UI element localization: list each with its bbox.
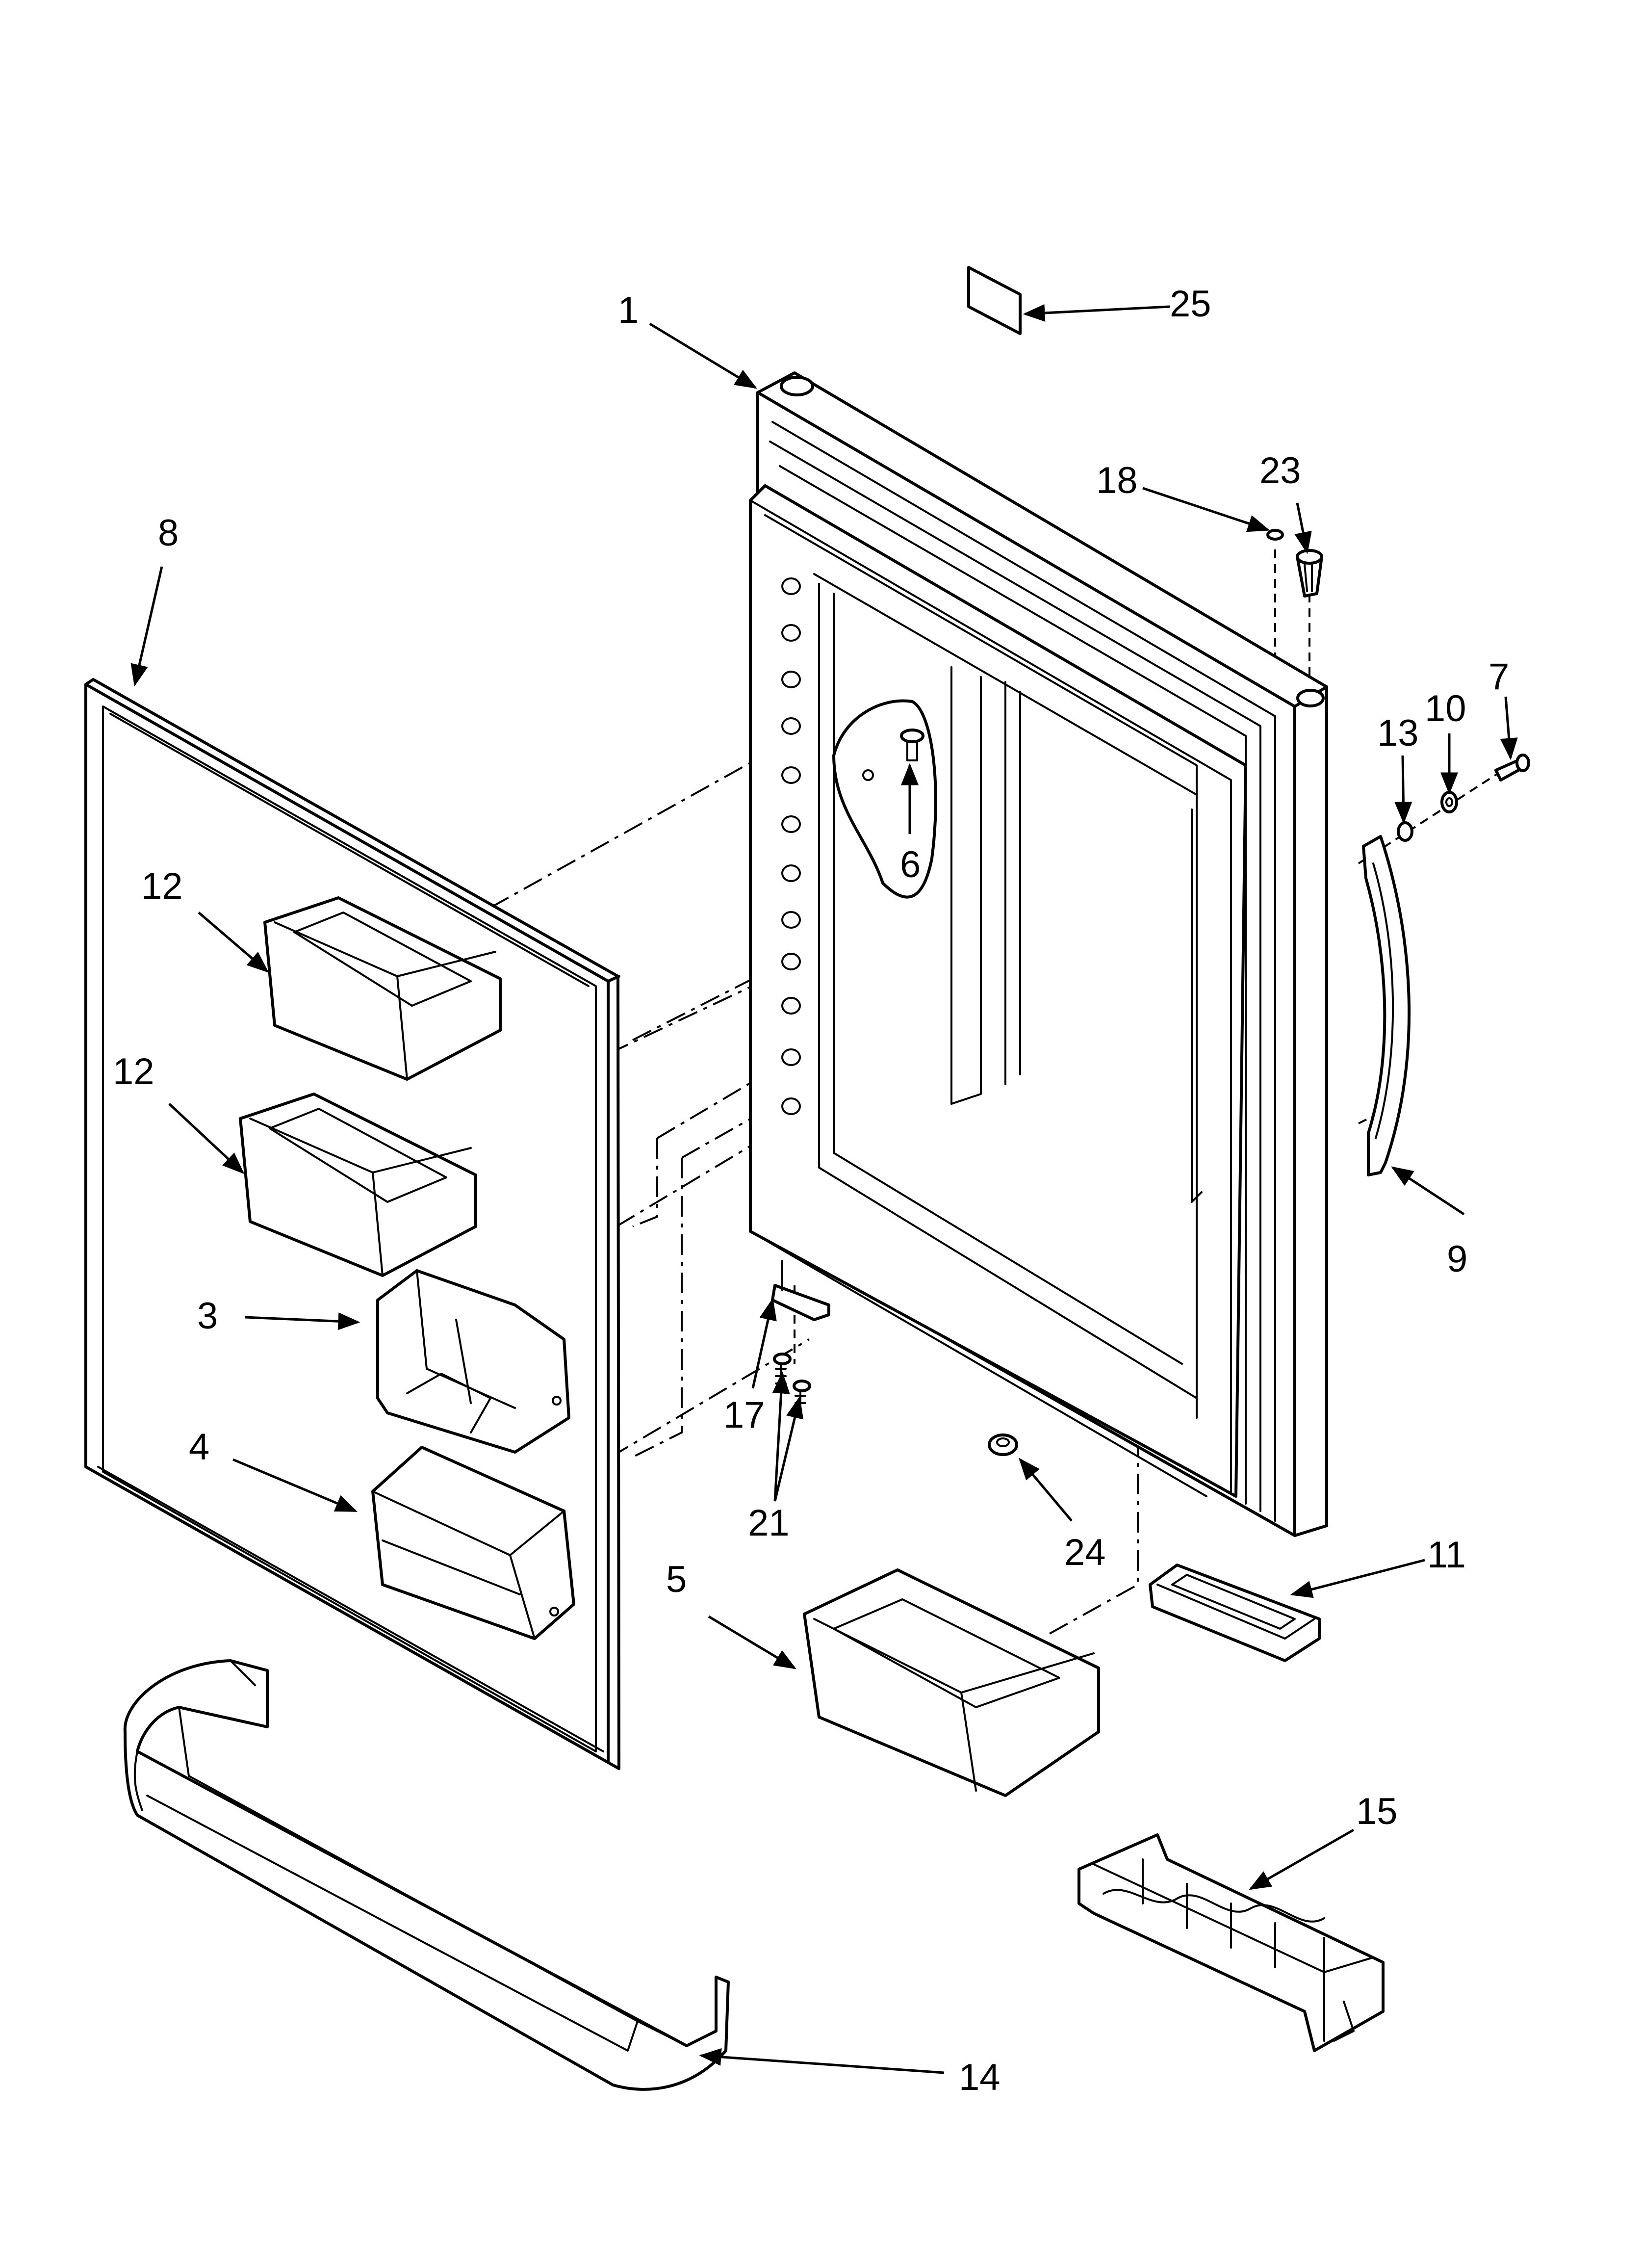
hardware-parts	[771, 266, 1530, 1456]
callout-labels: 1 3 4 5 6 7 8 9 10 11 12 12 13 14 15 17 …	[113, 283, 1509, 2098]
leader-17	[751, 1298, 777, 1389]
door-bin-part-5	[803, 1568, 1100, 1797]
callout-18: 18	[1096, 460, 1138, 501]
door-bin-part-12-upper	[263, 896, 502, 1081]
callout-7: 7	[1488, 656, 1509, 698]
grommet-part-24	[988, 1434, 1018, 1456]
callout-13: 13	[1377, 712, 1419, 754]
door-bin-part-12-lower	[239, 1093, 477, 1277]
callout-15: 15	[1356, 1791, 1398, 1832]
label-plate-part-25	[967, 266, 1022, 335]
hinge-part-17	[771, 1284, 830, 1321]
callout-4: 4	[189, 1426, 209, 1468]
leader-18	[1142, 487, 1270, 532]
leader-5	[708, 1615, 796, 1669]
callout-25: 25	[1170, 283, 1211, 325]
plug-part-18	[1266, 529, 1284, 541]
bushing-part-23	[1296, 549, 1323, 598]
leader-13	[1394, 755, 1412, 824]
door-stop-part-6	[832, 699, 937, 899]
callout-12-upper: 12	[141, 865, 183, 907]
handle-part-9	[1362, 835, 1411, 1176]
callout-12-lower: 12	[113, 1051, 154, 1093]
callout-8: 8	[158, 512, 179, 554]
leader-21a	[772, 1371, 790, 1502]
washer-part-13	[1397, 821, 1413, 842]
callout-17: 17	[723, 1394, 765, 1436]
leader-7	[1500, 696, 1518, 760]
callout-23: 23	[1259, 450, 1301, 492]
leader-21b	[773, 1396, 804, 1502]
callout-11: 11	[1427, 1534, 1466, 1576]
leader-25	[1023, 304, 1170, 322]
leader-arrows	[130, 304, 1518, 2074]
dairy-bin-part-4	[371, 1446, 575, 1640]
leader-24	[1019, 1458, 1073, 1522]
tray-part-11	[1149, 1564, 1321, 1662]
leader-23	[1294, 502, 1312, 554]
leader-11	[1290, 1559, 1425, 1598]
dairy-door-part-3	[376, 1269, 570, 1454]
leader-4	[232, 1458, 358, 1512]
callout-6: 6	[900, 844, 921, 886]
leader-12-lower	[168, 1103, 245, 1174]
callout-3: 3	[197, 1295, 218, 1337]
leader-8	[130, 566, 163, 687]
callout-24: 24	[1064, 1532, 1106, 1573]
callout-1: 1	[618, 289, 639, 331]
leader-15	[1249, 1828, 1355, 1890]
callout-10: 10	[1425, 688, 1466, 730]
door-shelf-part-14	[123, 1659, 730, 2091]
callout-5: 5	[666, 1559, 687, 1600]
callout-21: 21	[748, 1502, 790, 1544]
leader-14	[699, 2048, 945, 2074]
callout-9: 9	[1447, 1238, 1467, 1280]
callout-14: 14	[959, 2057, 1001, 2098]
gasket-clips	[781, 577, 801, 1115]
leader-9	[1391, 1166, 1465, 1216]
outer-door-part-1	[749, 371, 1328, 1537]
leader-12-upper	[198, 912, 269, 973]
screws-part-21	[773, 1353, 811, 1414]
egg-tray-part-15	[1078, 1833, 1385, 2052]
washer-part-10	[1440, 791, 1458, 813]
leader-1	[649, 322, 757, 389]
leader-3	[245, 1312, 360, 1330]
